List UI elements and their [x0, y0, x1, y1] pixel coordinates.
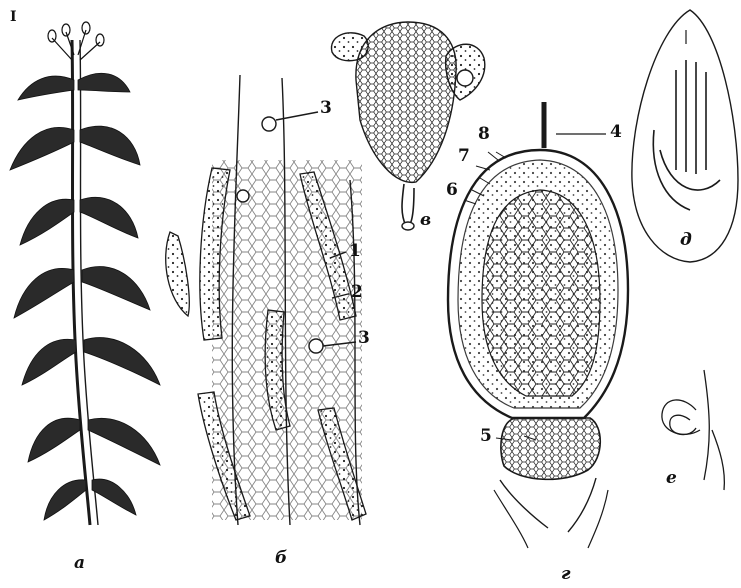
- callout-3-mid: 3: [358, 330, 370, 347]
- callout-3-top: 3: [320, 100, 332, 117]
- panel-label-a: а: [74, 555, 85, 572]
- seed-drawing: [632, 10, 738, 262]
- oil-droplet-left: [237, 190, 249, 202]
- oil-droplet-top: [262, 117, 276, 131]
- callout-5: 5: [480, 428, 492, 445]
- callout-2: 2: [351, 284, 363, 301]
- panel-label-d: д: [680, 232, 692, 249]
- plant-inflorescence: [48, 22, 104, 60]
- fruit-drawing: [448, 102, 628, 548]
- oil-droplet-mid: [309, 339, 323, 353]
- panel-label-b: б: [275, 550, 287, 567]
- callout-1: 1: [349, 243, 361, 260]
- tissue-drawing: [166, 75, 366, 525]
- panel-label-e: е: [666, 470, 677, 487]
- plant-drawing: [10, 22, 160, 525]
- callout-8: 8: [478, 126, 490, 143]
- callout-7: 7: [458, 148, 470, 165]
- plant-leaves: [10, 73, 160, 520]
- callout-6: 6: [446, 182, 458, 199]
- corner-mark: I: [10, 10, 17, 24]
- panel-label-g: г: [561, 566, 571, 583]
- callout-4: 4: [610, 124, 622, 141]
- panel-label-v: в: [420, 212, 431, 229]
